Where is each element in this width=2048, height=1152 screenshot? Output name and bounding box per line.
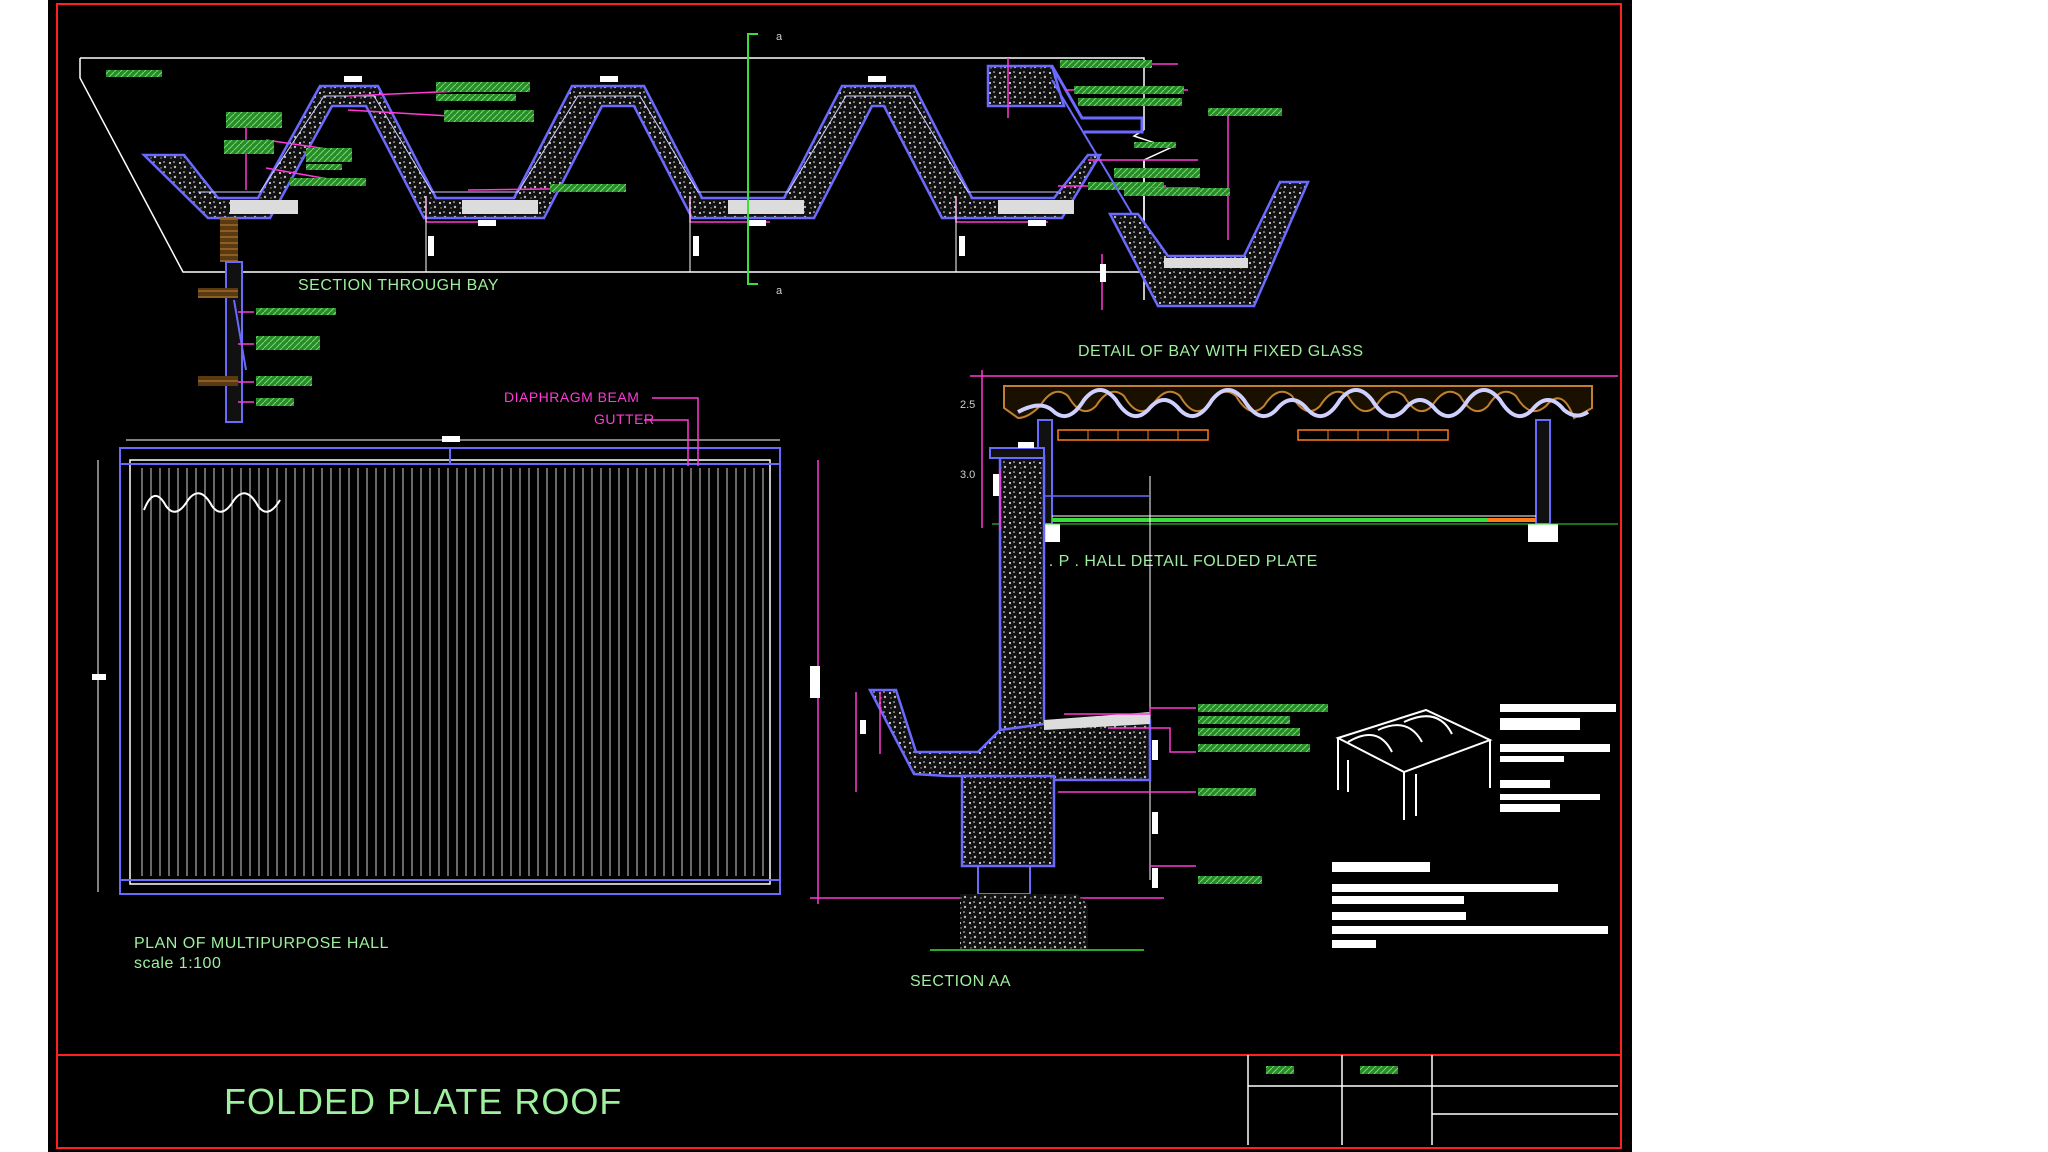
section-through-bay-title: SECTION THROUGH BAY [298,277,499,294]
plan-scale: scale 1:100 [134,955,221,972]
dim-mark [868,76,886,82]
dim-mark [478,220,496,226]
section-aa: SECTION AA [810,442,1328,990]
detail-glass [1051,79,1133,215]
column-detail [198,218,336,423]
column-sill [198,288,238,298]
detail-top-beam [986,64,1066,108]
section-notes [106,70,1164,192]
plan-fold-profile [143,492,281,513]
detail-mullion [1050,65,1144,134]
dim-mark [600,76,618,82]
sheet-border [56,3,1622,1149]
aa-footing [960,894,1088,950]
column-brick [220,218,238,262]
plan-title: PLAN OF MULTIPURPOSE HALL [134,935,389,952]
aa-dim-marks [860,474,1158,888]
column-notes [256,308,336,406]
dim-mark [959,236,965,256]
folded-plate-shell [140,84,1103,220]
column-sill-2 [198,376,238,386]
detail-gutter [1107,180,1310,308]
aa-leaders [855,470,1196,867]
plate-inner-line [198,95,1058,193]
column-leaders [238,311,254,403]
dim-mark [1028,220,1046,226]
mp-hall-dim-wall: 3.0 [960,469,975,481]
mp-hall-detail: 2.5 3.0 M . P . HALL DETAIL FOLDED PLATE [960,370,1618,570]
valley-slab-3 [728,200,804,214]
detail-bay-title: DETAIL OF BAY WITH FIXED GLASS [1078,343,1364,360]
isometric-view [1335,708,1493,820]
plan-roof-ribs [138,468,764,876]
section-mark-top: a [776,31,783,43]
clerestory-panels [1087,430,1419,440]
mp-hall-title: M . P . HALL DETAIL FOLDED PLATE [1030,553,1318,570]
mp-hall-dim-roof: 2.5 [960,399,975,411]
mp-hall-roof-shell [1017,388,1590,419]
section-through-bay: a a SECTION THROUGH BAY [79,31,1173,300]
mp-hall-right-column [1535,419,1551,525]
aa-notes [1198,704,1328,884]
callout-diaphragm-beam: DIAPHRAGM BEAM [504,389,639,405]
valley-slab-4 [998,200,1074,214]
valley-slab-2 [462,200,538,214]
column-shaft [225,261,243,423]
section-line-aa [747,33,758,285]
title-block: FOLDED PLATE ROOF [224,1055,1618,1145]
aa-lower-column [960,774,1056,868]
general-notes-block [1332,862,1608,948]
cad-drawing-canvas: a a SECTION THROUGH BAY [56,3,1622,1149]
drawing-sheet: a a SECTION THROUGH BAY [48,0,1632,1152]
dim-mark [344,76,362,82]
callout-gutter: GUTTER [594,411,655,427]
aa-wall-cap [989,447,1045,459]
detail-bay-fixed-glass: DETAIL OF BAY WITH FIXED GLASS [986,58,1364,360]
valley-slab-1 [230,200,298,214]
dimension-ticks [425,196,957,272]
aa-slab-surface [1044,712,1150,730]
dim-mark [693,236,699,256]
section-aa-title: SECTION AA [910,973,1011,990]
drawing-title: FOLDED PLATE ROOF [224,1081,622,1122]
section-mark-bottom: a [776,285,783,297]
detail-gutter-base [1164,258,1248,268]
dim-mark [748,220,766,226]
iso-notes [1500,704,1616,812]
plan-callout-leaders [644,397,699,466]
dim-mark [428,236,434,256]
plan-multipurpose-hall: DIAPHRAGM BEAM GUTTER PLAN OF MULTIPURPO… [92,389,781,972]
detail-notes [1060,60,1282,196]
